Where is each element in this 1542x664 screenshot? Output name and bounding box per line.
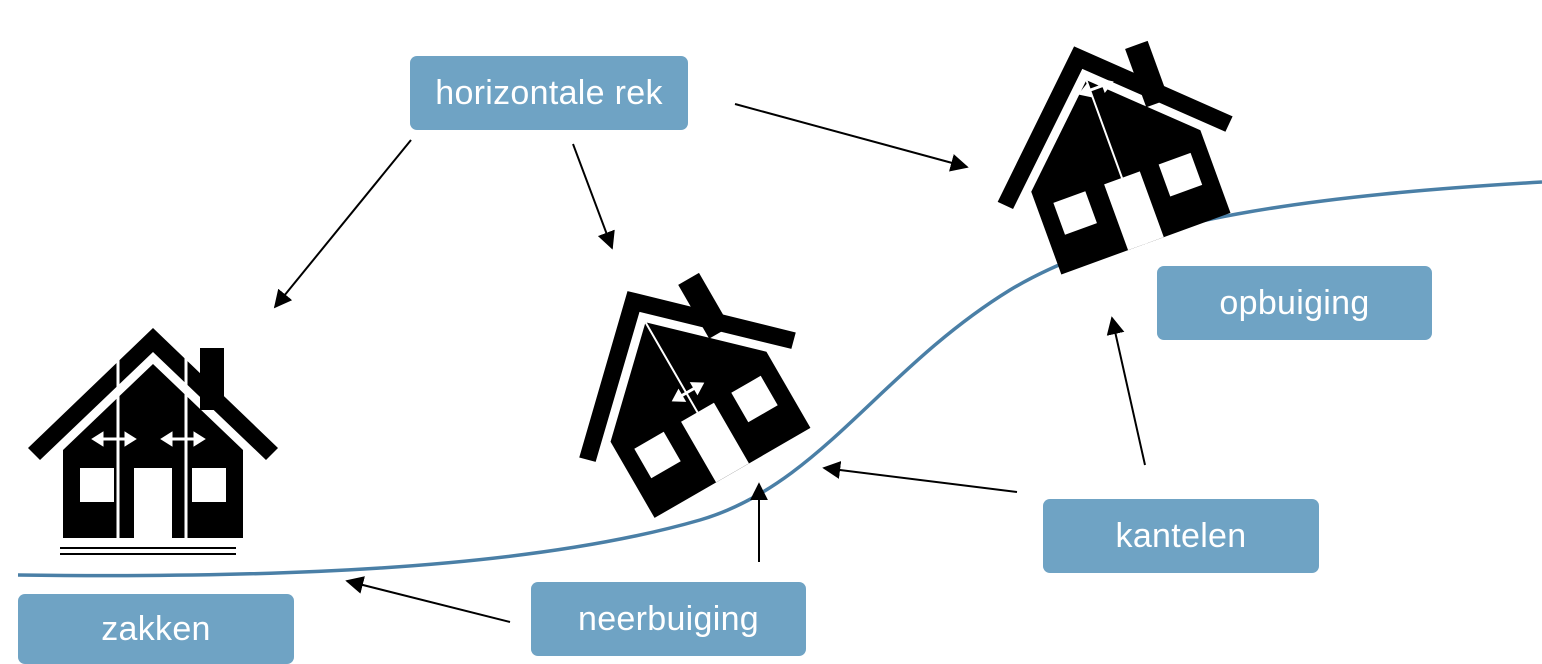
double-arrow-icon [1078, 78, 1114, 98]
label-tilting: kantelen [1043, 499, 1319, 573]
arrow [734, 103, 969, 172]
arrow [273, 139, 412, 309]
house-icon [956, 3, 1264, 287]
house-icon [28, 328, 278, 540]
label-subsidence: zakken [18, 594, 294, 664]
label-upward-bending: opbuiging [1157, 266, 1432, 340]
foundation-lines [60, 547, 236, 555]
double-arrow-icon [91, 431, 206, 447]
arrow [572, 143, 615, 250]
house-icon [519, 228, 841, 536]
arrow [822, 461, 1018, 493]
arrow [1106, 316, 1146, 466]
label-horizontal-stretch: horizontale rek [410, 56, 688, 130]
double-arrow-icon [671, 382, 705, 402]
arrow [345, 576, 511, 623]
label-downward-bending: neerbuiging [531, 582, 806, 656]
ground-line [17, 180, 1542, 578]
